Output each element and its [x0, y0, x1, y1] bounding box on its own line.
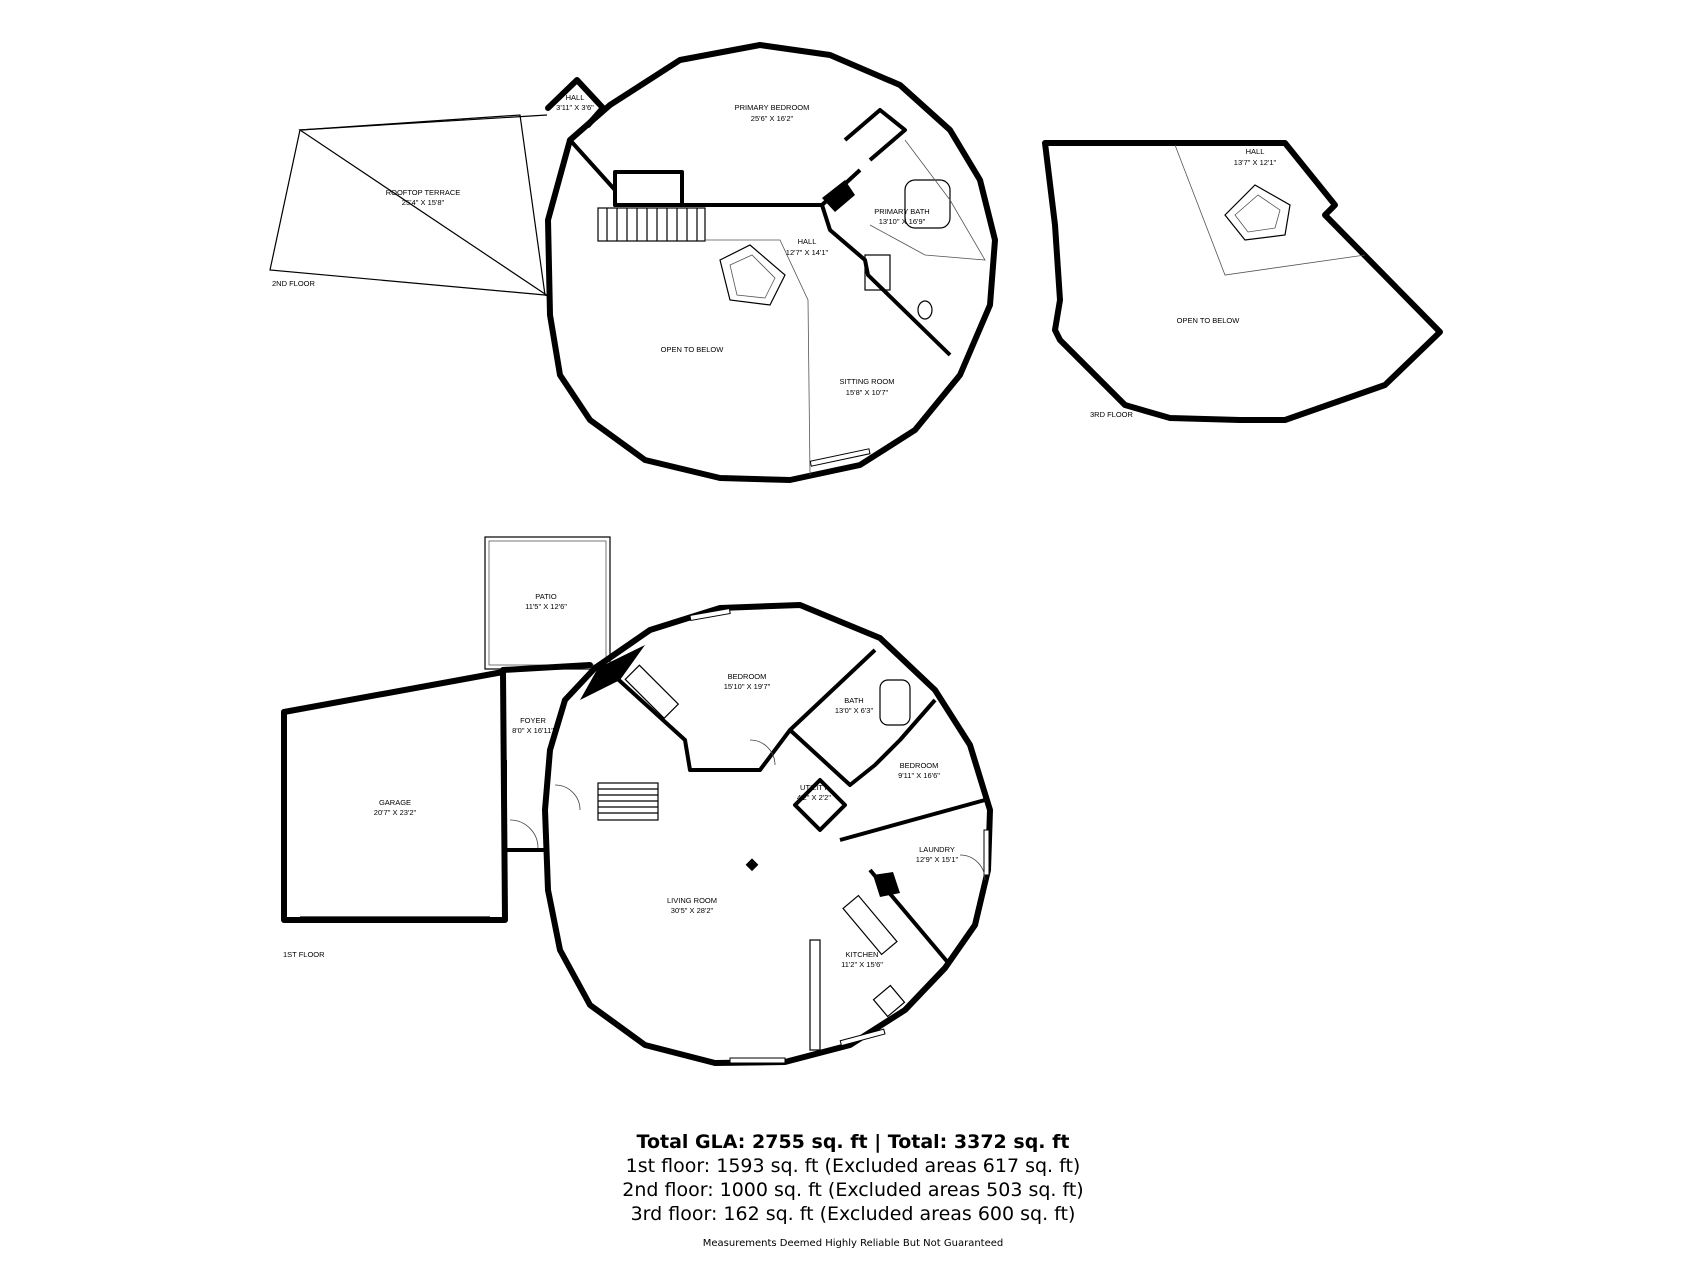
stairs-1st	[597, 782, 659, 821]
floor-label-3rd: 3RD FLOOR	[1090, 410, 1134, 419]
room-dims-utility: 4'2" X 2'2"	[797, 793, 831, 802]
window-1st-right	[983, 829, 990, 876]
room-name-bedroom-2: BEDROOM	[900, 761, 939, 770]
vanity-2nd	[864, 254, 891, 291]
room-name-living-room: LIVING ROOM	[667, 896, 717, 905]
room-name-hall-2nd: HALL	[798, 237, 817, 246]
room-dims-rooftop-terrace: 25'4" X 15'8"	[402, 198, 445, 207]
second-floor-outer-wall	[545, 42, 998, 483]
second-floor-plan	[269, 42, 998, 483]
door-laundry	[959, 854, 986, 881]
room-dims-kitchen: 11'2" X 15'6"	[841, 960, 883, 969]
kitchen-counter	[842, 894, 898, 956]
hall-small-walls	[545, 77, 606, 128]
first-floor-area: 1st floor: 1593 sq. ft (Excluded areas 6…	[625, 1155, 1081, 1177]
room-name-primary-bath: PRIMARY BATH	[874, 207, 929, 216]
window-1st-top	[689, 607, 731, 622]
room-name-open-to-below-2nd: OPEN TO BELOW	[661, 345, 725, 354]
room-dims-bedroom-2: 9'11" X 16'6"	[898, 771, 940, 780]
room-name-open-to-below-3rd: OPEN TO BELOW	[1177, 316, 1241, 325]
room-dims-hall-2nd: 12'7" X 14'1"	[786, 248, 829, 257]
floor-label-2nd: 2ND FLOOR	[272, 279, 316, 288]
bedroom-1-walls	[608, 648, 877, 772]
hall-3rd-outline	[1174, 144, 1366, 276]
first-floor-outer-wall	[542, 602, 993, 1066]
center-column	[745, 858, 759, 872]
room-name-kitchen: KITCHEN	[846, 950, 879, 959]
window-1st-bottom-2	[839, 1028, 886, 1047]
door-foyer	[554, 784, 581, 811]
room-dims-laundry: 12'9" X 15'1"	[916, 855, 959, 864]
chimney-1st	[873, 872, 900, 897]
door-bedroom-1	[749, 739, 776, 766]
stove	[872, 984, 906, 1018]
room-dims-hall-small: 3'11" X 3'6"	[556, 103, 594, 112]
bench-bedroom-1	[624, 664, 680, 720]
foyer-walls	[500, 662, 593, 673]
spiral-stair-3rd	[1224, 184, 1291, 241]
room-dims-living-room: 30'5" X 28'2"	[671, 906, 714, 915]
rooftop-terrace-edge	[269, 114, 548, 296]
room-dims-bath: 13'0" X 6'3"	[835, 706, 874, 715]
stair-landing	[613, 170, 684, 207]
room-name-bedroom-1: BEDROOM	[728, 672, 767, 681]
bedroom-2-wall	[839, 798, 986, 842]
room-name-bath: BATH	[844, 696, 863, 705]
third-floor-outer-wall	[1042, 140, 1443, 423]
window-2nd-bottom	[809, 448, 871, 467]
window-1st-bottom	[729, 1057, 786, 1064]
open-to-below-rail	[705, 239, 811, 476]
toilet-2nd	[917, 300, 933, 320]
room-name-patio: PATIO	[535, 592, 557, 601]
room-dims-garage: 20'7" X 23'2"	[374, 808, 417, 817]
room-dims-foyer: 8'0" X 16'11"	[512, 726, 554, 735]
first-floor-plan	[281, 536, 993, 1066]
garage-walls	[281, 669, 508, 923]
room-name-primary-bedroom: PRIMARY BEDROOM	[735, 103, 810, 112]
room-name-sitting-room: SITTING ROOM	[840, 377, 895, 386]
total-area: Total GLA: 2755 sq. ft | Total: 3372 sq.…	[636, 1131, 1070, 1153]
area-summary: Total GLA: 2755 sq. ft | Total: 3372 sq.…	[0, 1130, 1706, 1249]
room-name-hall-3rd: HALL	[1246, 147, 1265, 156]
measurement-disclaimer: Measurements Deemed Highly Reliable But …	[702, 1238, 1004, 1249]
room-name-utility: UTILITY	[800, 783, 828, 792]
room-name-laundry: LAUNDRY	[919, 845, 955, 854]
second-floor-area: 2nd floor: 1000 sq. ft (Excluded areas 5…	[622, 1179, 1084, 1201]
chimney-2nd	[822, 180, 855, 212]
room-name-rooftop-terrace: ROOFTOP TERRACE	[386, 188, 461, 197]
primary-bath-outline	[869, 139, 986, 261]
foyer-inner-wall	[503, 760, 545, 852]
room-name-hall-small: HALL	[566, 93, 585, 102]
bathtub-1st	[879, 679, 911, 726]
bathtub-2nd	[904, 179, 951, 229]
floor-label-1st: 1ST FLOOR	[283, 950, 325, 959]
stairs-2nd	[597, 207, 706, 242]
spiral-stair-2nd	[719, 244, 786, 306]
room-dims-patio: 11'5" X 12'6"	[525, 602, 567, 611]
room-name-garage: GARAGE	[379, 798, 411, 807]
room-name-foyer: FOYER	[520, 716, 546, 725]
room-dims-hall-3rd: 13'7" X 12'1"	[1234, 158, 1277, 167]
utility-walls	[793, 778, 847, 832]
door-foyer-2	[509, 819, 539, 849]
third-floor-plan	[1042, 140, 1443, 423]
bath-walls	[788, 698, 937, 787]
closet-wall	[843, 108, 907, 162]
room-dims-primary-bedroom: 25'6" X 16'2"	[751, 114, 794, 123]
room-dims-primary-bath: 13'10" X 16'9"	[879, 217, 926, 226]
room-dims-bedroom-1: 15'10" X 19'7"	[724, 682, 771, 691]
room-dims-sitting-room: 15'8" X 10'7"	[846, 388, 889, 397]
kitchen-island	[809, 939, 821, 1051]
third-floor-area: 3rd floor: 162 sq. ft (Excluded areas 60…	[630, 1203, 1076, 1225]
